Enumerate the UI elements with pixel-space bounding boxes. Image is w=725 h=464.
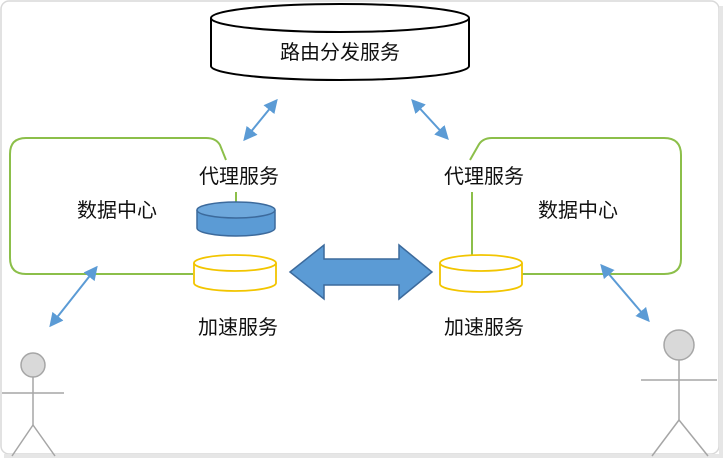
user-left-icon xyxy=(2,352,64,457)
data-center-left-label: 数据中心 xyxy=(77,198,157,222)
accel-service-left-label: 加速服务 xyxy=(198,315,278,339)
arrow-user-right-dc xyxy=(600,263,650,323)
accel-cylinder-right xyxy=(439,254,523,293)
frame-shadow-right xyxy=(719,6,723,458)
accel-sync-double-arrow xyxy=(288,243,434,301)
arrow-routing-proxy-left xyxy=(243,98,278,142)
routing-service-label: 路由分发服务 xyxy=(280,40,400,64)
accel-service-right-label: 加速服务 xyxy=(444,315,524,339)
proxy-service-left-label: 代理服务 xyxy=(199,164,279,188)
proxy-service-right-label: 代理服务 xyxy=(444,164,524,188)
arrow-user-left-dc xyxy=(49,265,98,328)
proxy-storage-cylinder xyxy=(196,201,276,237)
data-center-right-label: 数据中心 xyxy=(538,198,618,222)
user-right-icon xyxy=(641,329,717,457)
data-center-left-boundary xyxy=(9,137,227,275)
data-center-right-boundary xyxy=(469,137,682,275)
routing-service-cylinder: 路由分发服务 xyxy=(210,3,470,81)
frame-shadow xyxy=(4,454,720,458)
arrow-routing-proxy-right xyxy=(411,98,449,141)
accel-cylinder-left xyxy=(193,254,277,292)
